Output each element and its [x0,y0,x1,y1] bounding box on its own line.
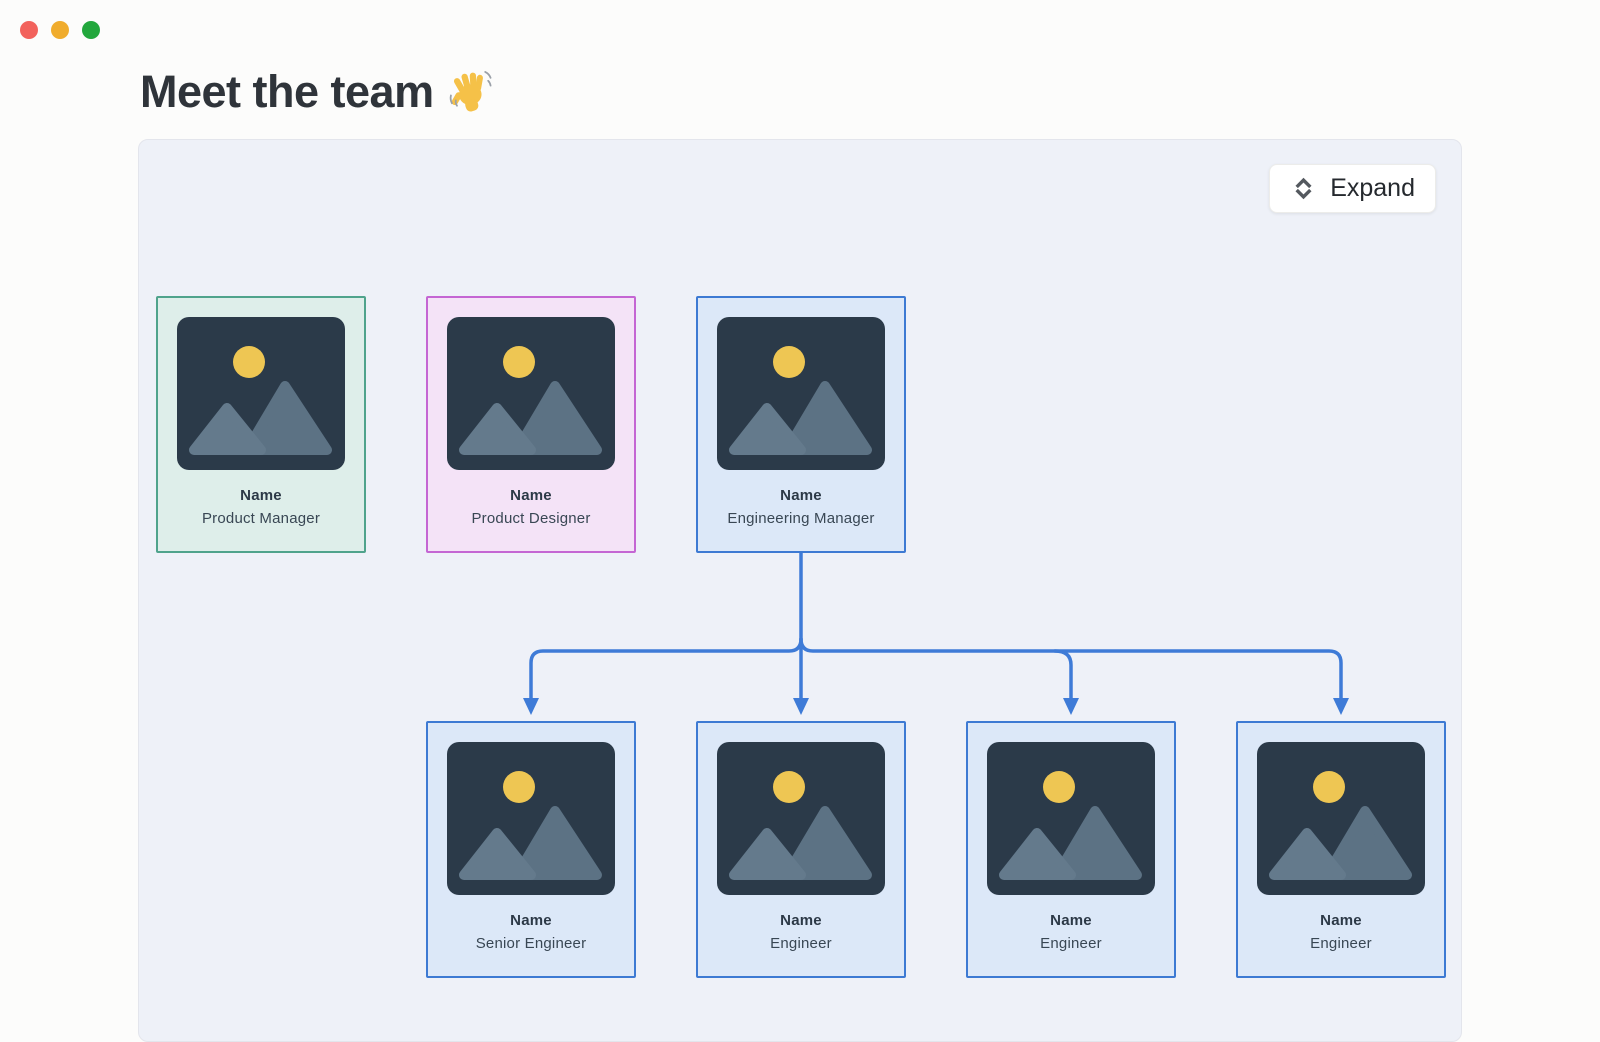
member-role: Engineering Manager [727,510,875,527]
member-role: Engineer [1040,935,1102,952]
member-name: Name [780,487,822,504]
photo-placeholder [717,317,885,470]
member-name: Name [510,487,552,504]
photo-placeholder [717,742,885,895]
member-name: Name [240,487,282,504]
image-placeholder-icon [189,346,332,455]
image-placeholder-icon [1269,771,1412,880]
image-placeholder-icon [999,771,1142,880]
zoom-window-button[interactable] [82,21,100,39]
member-name: Name [510,912,552,929]
minimize-window-button[interactable] [51,21,69,39]
org-card-product-designer[interactable]: Name Product Designer [426,296,636,553]
expand-button-label: Expand [1330,174,1415,202]
member-role: Product Designer [471,510,591,527]
photo-placeholder [447,742,615,895]
photo-placeholder [987,742,1155,895]
member-role: Engineer [1310,935,1372,952]
member-name: Name [780,912,822,929]
member-role: Product Manager [201,510,321,527]
org-card-senior-engineer[interactable]: Name Senior Engineer [426,721,636,978]
image-placeholder-icon [459,771,602,880]
member-name: Name [1320,912,1362,929]
org-chart-board: Expand Name Product Manager Name Product… [138,139,1462,1042]
photo-placeholder [177,317,345,470]
waving-hand-icon [449,70,492,112]
member-role: Senior Engineer [475,935,587,952]
page-title-text: Meet the team [140,66,434,117]
member-name: Name [1050,912,1092,929]
org-card-engineer-1[interactable]: Name Engineer [696,721,906,978]
photo-placeholder [447,317,615,470]
org-card-engineer-2[interactable]: Name Engineer [966,721,1176,978]
window-controls [20,21,100,39]
org-card-product-manager[interactable]: Name Product Manager [156,296,366,553]
unfold-vertical-icon [1295,177,1312,200]
expand-button[interactable]: Expand [1269,164,1436,213]
image-placeholder-icon [729,771,872,880]
image-placeholder-icon [459,346,602,455]
page-title: Meet the team [140,66,495,118]
image-placeholder-icon [729,346,872,455]
photo-placeholder [1257,742,1425,895]
member-role: Engineer [770,935,832,952]
org-card-engineer-3[interactable]: Name Engineer [1236,721,1446,978]
close-window-button[interactable] [20,21,38,39]
org-card-engineering-manager[interactable]: Name Engineering Manager [696,296,906,553]
